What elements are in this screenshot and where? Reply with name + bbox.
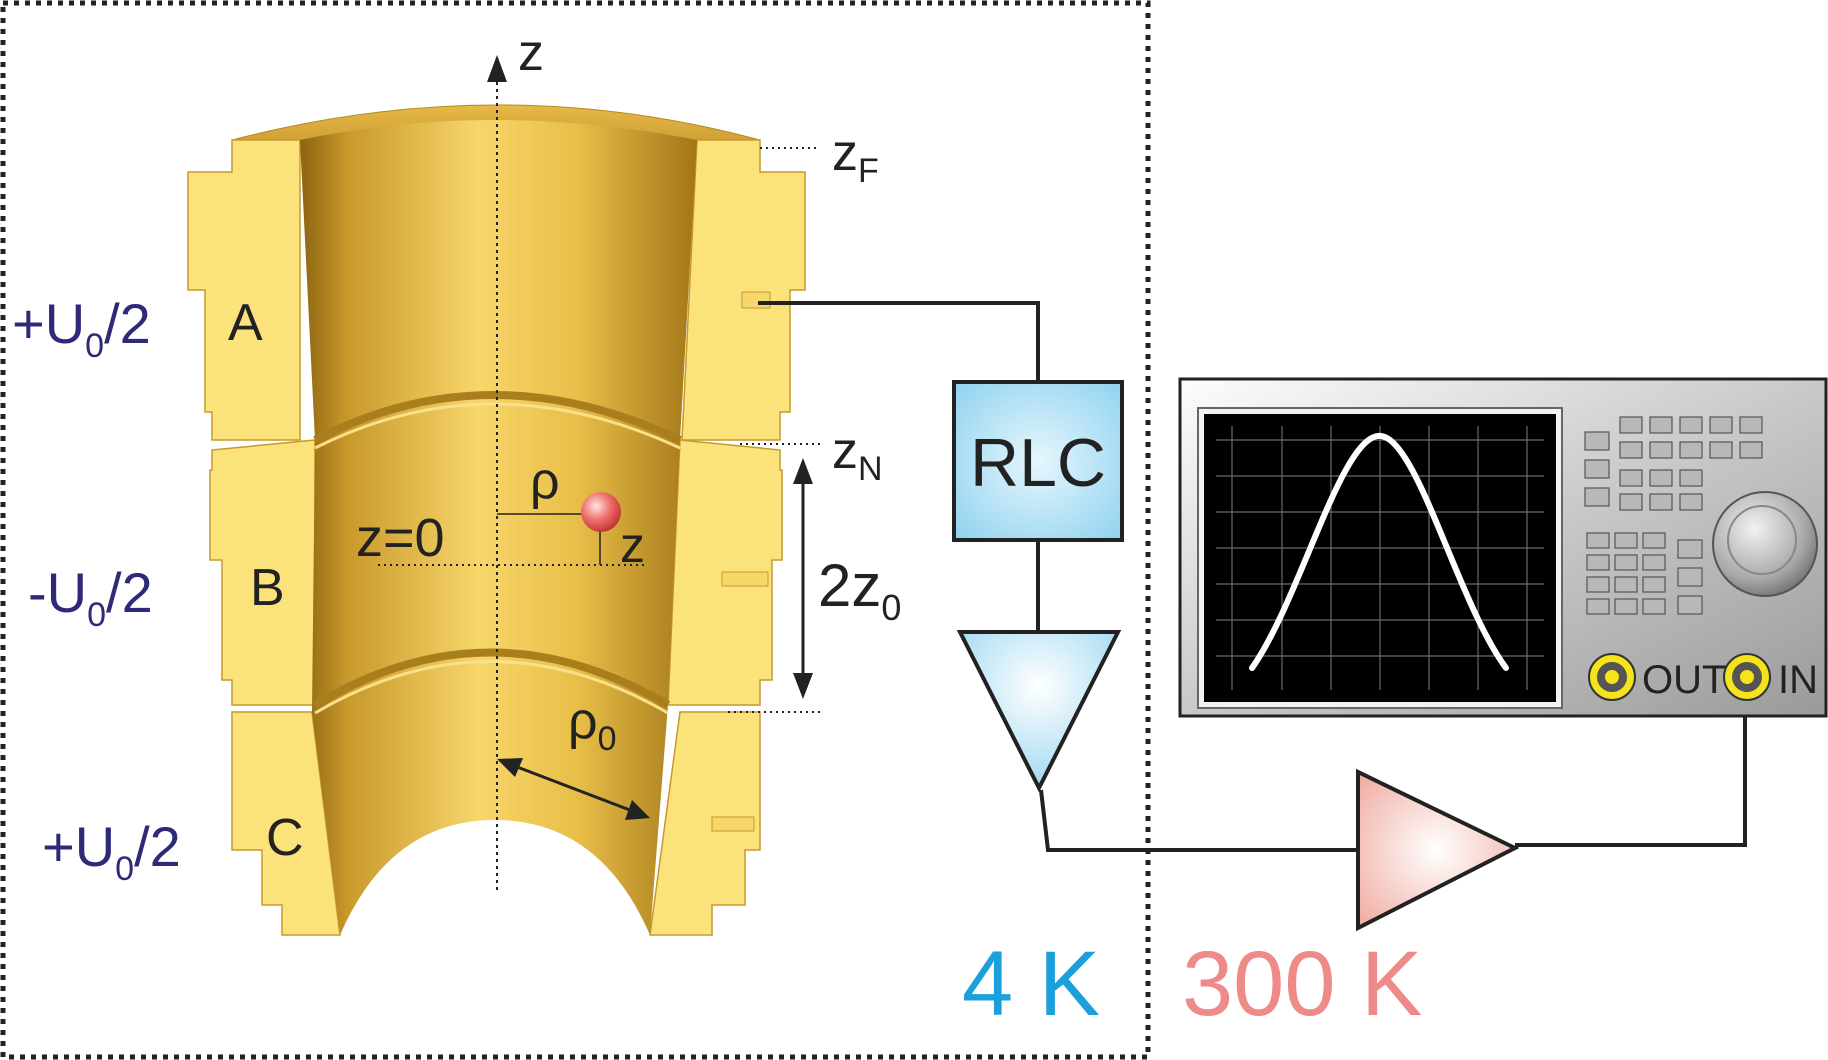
z-axis-label: z	[518, 24, 544, 82]
rlc-label: RLC	[970, 425, 1106, 501]
rlc-box	[952, 380, 1124, 542]
keypad-key	[1584, 487, 1610, 507]
z-axis	[487, 55, 507, 890]
electrode-c-right	[649, 711, 761, 936]
electrode-a-letter: A	[228, 294, 263, 352]
keypad-key	[1649, 441, 1673, 459]
gap-ab-hi	[314, 402, 681, 450]
cold-amplifier	[956, 630, 1122, 793]
slot-c	[711, 816, 755, 832]
resonance-curve	[1249, 433, 1509, 671]
trap-electrodes	[187, 104, 806, 936]
voltage-a: +U0/2	[12, 292, 151, 365]
keypad-key	[1619, 469, 1643, 487]
cryo-boundary	[0, 0, 1151, 1060]
keypad-key	[1642, 598, 1666, 615]
gap-ab	[313, 391, 682, 444]
warm-amplifier	[1356, 768, 1520, 932]
zF-label: zF	[832, 124, 879, 190]
keypad-key	[1584, 431, 1610, 451]
out-connector	[1588, 653, 1636, 701]
temperature-cold-label: 4 K	[962, 933, 1100, 1035]
slot-b	[721, 571, 769, 587]
keypad-key	[1619, 416, 1643, 434]
keypad-key	[1642, 554, 1666, 571]
keypad-key	[1619, 441, 1643, 459]
keypad-key	[1649, 469, 1673, 487]
keypad-key	[1649, 416, 1673, 434]
keypad-key	[1619, 493, 1643, 511]
keypad-key	[1642, 532, 1666, 549]
rho0-arrow	[497, 758, 650, 820]
wire-amp-cold-to-warm	[1039, 789, 1362, 852]
keypad-key	[1679, 441, 1703, 459]
slot-a	[741, 291, 771, 309]
keypad-key	[1739, 416, 1763, 434]
temperature-warm-label: 300 K	[1182, 933, 1422, 1035]
keypad-key	[1614, 532, 1638, 549]
keypad-key	[1677, 567, 1703, 587]
z-equals-0-label: z=0	[356, 508, 445, 568]
wire-trap-to-rlc	[758, 301, 1040, 380]
in-label: IN	[1778, 658, 1818, 702]
voltage-c: +U0/2	[42, 815, 181, 888]
two-z0-label: 2z0	[818, 552, 901, 628]
two-z0-arrow	[793, 458, 813, 699]
in-connector	[1723, 653, 1771, 701]
keypad-key	[1586, 554, 1610, 571]
keypad-key	[1679, 469, 1703, 487]
electrode-a-left	[187, 139, 301, 441]
analyzer-knob	[1712, 491, 1818, 597]
rho0-label: ρ0	[568, 692, 617, 758]
keypad-key	[1709, 416, 1733, 434]
out-label: OUT	[1642, 658, 1726, 702]
gap-bc	[312, 648, 671, 709]
particle	[581, 492, 621, 532]
spectrum-analyzer: OUT IN	[1178, 377, 1828, 718]
analyzer-keypad	[1584, 416, 1763, 615]
bore-surface	[300, 120, 697, 935]
keypad-key	[1677, 539, 1703, 559]
keypad-key	[1642, 576, 1666, 593]
keypad-key	[1649, 493, 1673, 511]
voltage-b: -U0/2	[28, 561, 153, 634]
particle-z-label: z	[620, 517, 645, 573]
keypad-key	[1709, 441, 1733, 459]
keypad-key	[1584, 459, 1610, 479]
keypad-key	[1739, 441, 1763, 459]
keypad-key	[1586, 598, 1610, 615]
electrode-a-right	[681, 139, 806, 441]
keypad-key	[1679, 416, 1703, 434]
keypad-key	[1614, 598, 1638, 615]
rho-label: ρ	[530, 452, 560, 510]
screen-grid	[1216, 426, 1544, 690]
keypad-key	[1586, 532, 1610, 549]
keypad-key	[1586, 576, 1610, 593]
keypad-key	[1679, 493, 1703, 511]
keypad-key	[1614, 554, 1638, 571]
keypad-key	[1614, 576, 1638, 593]
zN-label: zN	[832, 422, 883, 488]
z-axis-arrowhead	[487, 55, 507, 82]
electrode-c-letter: C	[266, 809, 304, 867]
keypad-key	[1677, 595, 1703, 615]
electrode-b-letter: B	[250, 559, 285, 617]
wire-amp-warm-to-analyzer	[1515, 675, 1747, 847]
gap-bc-hi	[314, 660, 669, 715]
analyzer-knob-inner	[1727, 505, 1797, 575]
